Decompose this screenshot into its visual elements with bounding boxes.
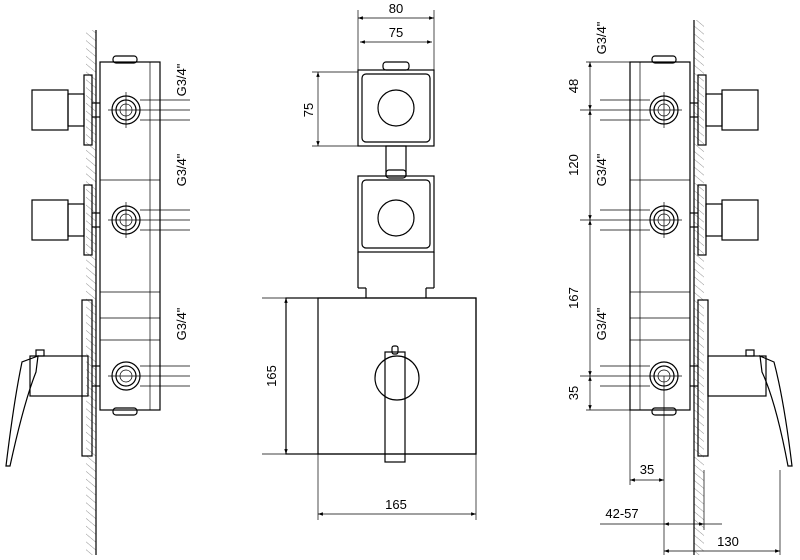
valve-body-left [99, 61, 161, 411]
dim-module-height: 75 [301, 103, 316, 117]
dim-bottom-offset: 35 [566, 386, 581, 400]
dim-spacing-upper: 120 [566, 154, 581, 176]
thread-label-right-2: G3/4" [594, 153, 609, 186]
wall-hatch-right [694, 20, 704, 555]
stop-valve-middle-left [31, 184, 190, 256]
dim-module-width: 75 [389, 25, 403, 40]
dim-overall-width: 80 [389, 1, 403, 16]
stop-valve-upper-right [580, 74, 759, 146]
mixer-lever-right [580, 299, 793, 467]
mixer-lever-left [5, 299, 190, 467]
dim-outlet-offset: 35 [640, 462, 654, 477]
thread-label-left-1: G3/4" [174, 63, 189, 96]
wall-hatch-left [86, 30, 96, 555]
mixer-plate [285, 297, 477, 463]
left-side-view: G3/4" G3/4" G3/4" [5, 30, 190, 555]
thread-label-left-2: G3/4" [174, 153, 189, 186]
upper-module [357, 61, 435, 147]
valve-body-right [629, 61, 691, 411]
stop-valve-middle-right [580, 184, 759, 256]
thread-label-right-3: G3/4" [594, 307, 609, 340]
lower-module [357, 169, 435, 253]
dim-spacing-lower: 167 [566, 287, 581, 309]
dim-install-depth: 42-57 [605, 506, 638, 521]
front-view: 80 75 75 [262, 1, 477, 520]
stop-valve-upper-left [31, 74, 190, 146]
right-side-view: 48 120 167 35 G3/4" G3/4" G3/4" 35 42-57… [566, 20, 793, 555]
dim-plate-width: 165 [385, 497, 407, 512]
dim-total-depth: 130 [717, 534, 739, 549]
dim-top-offset: 48 [566, 79, 581, 93]
thread-label-right-1: G3/4" [594, 21, 609, 54]
thread-label-left-3: G3/4" [174, 307, 189, 340]
dim-plate-height: 165 [264, 365, 279, 387]
